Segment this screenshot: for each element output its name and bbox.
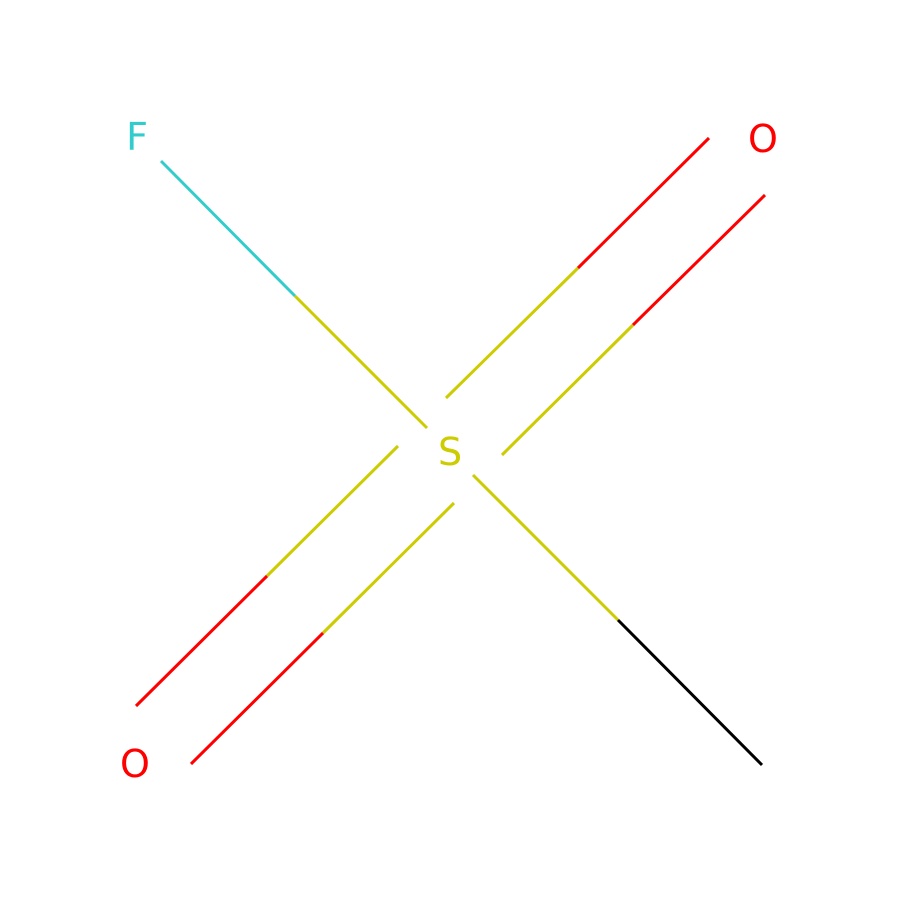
- atom-oxygen-top: O: [748, 117, 778, 161]
- s-o-top-bond: [444, 136, 767, 457]
- s-o-bottom-bond: [134, 444, 456, 766]
- s-c-bond: [471, 473, 764, 767]
- atom-sulfur: S: [438, 430, 462, 474]
- s-f-bond: [159, 159, 429, 430]
- atom-oxygen-bottom: O: [120, 742, 150, 786]
- atom-fluorine: F: [126, 115, 148, 159]
